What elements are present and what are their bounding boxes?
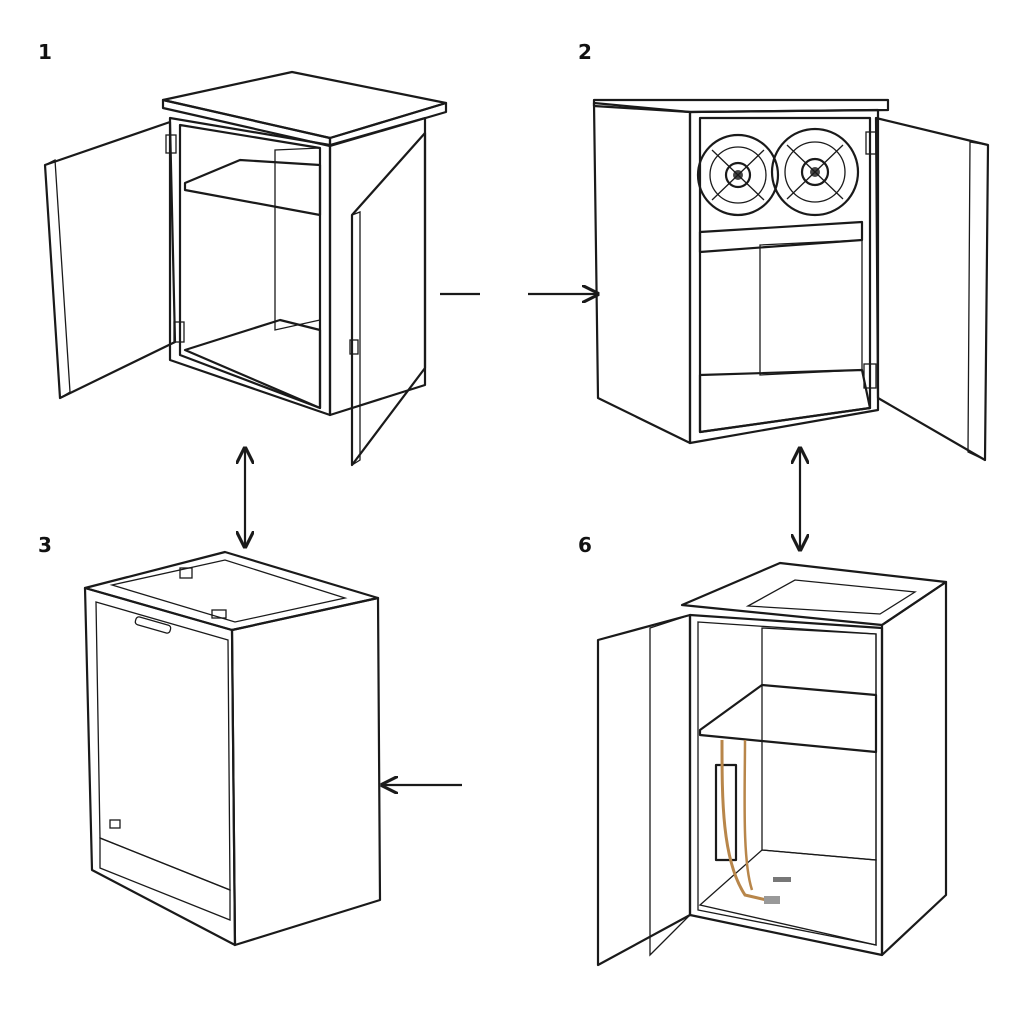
hinge-icon (349, 339, 359, 355)
hinge-icon (863, 363, 877, 389)
arrows (245, 294, 800, 785)
cabinet-step-2 (592, 98, 990, 462)
cabinet-6-left-door-inner (649, 614, 691, 957)
cabinet-1-top-edge (161, 98, 332, 148)
cabinet-6-back-wall (761, 627, 877, 861)
cabinet-step-1 (43, 70, 448, 467)
cabinet-2-back-wall (759, 239, 863, 376)
fan-icon (770, 127, 860, 217)
cabinet-1-interior (178, 123, 322, 410)
cabinet-2-right-door-edge (967, 141, 989, 462)
cabinet-3-side-panel (230, 596, 382, 947)
cabinet-3-door (95, 601, 231, 891)
cabinet-1-right-door-edge (351, 211, 361, 467)
cabinet-6-shelf (698, 683, 878, 754)
step-number-1: 1 (38, 40, 52, 64)
step-number-6: 6 (578, 533, 592, 557)
bracket-icon (211, 609, 227, 619)
cabinet-1-left-door (43, 120, 177, 400)
cabinet-6-top-recess (745, 579, 917, 615)
bracket-icon (179, 567, 193, 579)
fan-icon (696, 133, 780, 217)
cabinet-1-frame (168, 116, 332, 417)
cabinet-6-front-frame (688, 613, 884, 957)
cabinet-2-frame (688, 108, 880, 445)
cabinet-3-plinth (99, 837, 231, 921)
cabinet-step-6 (596, 561, 948, 967)
cabinet-1-left-door-edge (44, 158, 71, 400)
cabinet-1-shelf (183, 158, 322, 217)
wiring-icon (714, 739, 791, 904)
cabinet-6-left-door (596, 613, 692, 967)
cabinet-2-shelf (698, 220, 864, 254)
cabinet-3-top (83, 550, 380, 632)
cabinet-6-side-panel (880, 580, 948, 957)
cabinet-1-side-panel (328, 116, 427, 417)
hinge-icon (173, 321, 185, 343)
cabinet-2-side-panel (592, 101, 692, 445)
step-number-2: 2 (578, 40, 592, 64)
step-number-3: 3 (38, 533, 52, 557)
hinge-icon (865, 131, 877, 155)
cabinet-step-3 (83, 550, 382, 947)
cabinet-1-back-wall (274, 147, 321, 331)
hinge-icon (165, 134, 177, 154)
door-latch-icon (109, 819, 121, 829)
cabinet-6-floor (698, 849, 877, 946)
cabinet-1-right-door (350, 131, 427, 467)
cabinet-6-interior (697, 621, 877, 946)
door-handle-icon (134, 616, 172, 634)
cabinet-2-floor (698, 368, 872, 434)
cabinet-1-floor (183, 318, 322, 410)
cabinet-1-top-edge-side (328, 101, 448, 148)
cabinet-6-top (680, 561, 948, 627)
cabinet-2-right-door (874, 116, 990, 462)
